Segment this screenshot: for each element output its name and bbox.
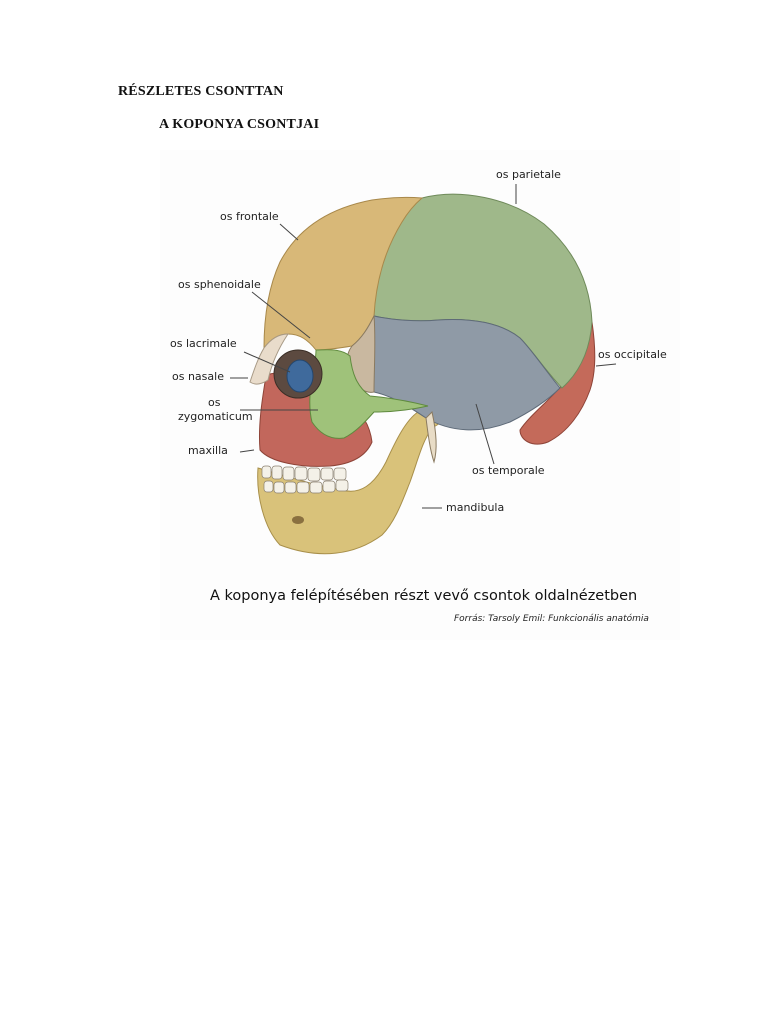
label-os-nasale: os nasale — [172, 370, 224, 383]
label-os-lacrimale: os lacrimale — [170, 337, 237, 350]
label-os-parietale: os parietale — [496, 168, 561, 181]
teeth — [261, 465, 349, 494]
label-os-occipitale: os occipitale — [598, 348, 667, 361]
leader-lines — [230, 184, 617, 509]
styloid-process — [425, 411, 437, 464]
bone-lacrimale — [286, 359, 314, 393]
figure-caption: A koponya felépítésében részt vevő csont… — [210, 588, 638, 604]
label-os-zygomaticum-line2: zygomaticum — [178, 410, 253, 423]
bone-temporale — [367, 315, 561, 431]
label-os-zygomaticum-line1: os — [208, 396, 221, 409]
skull-illustration — [230, 184, 617, 555]
section-title: RÉSZLETES CSONTTAN — [118, 84, 284, 99]
section-subtitle: A KOPONYA CSONTJAI — [159, 117, 320, 132]
label-maxilla: maxilla — [188, 444, 228, 457]
mental-foramen — [292, 516, 304, 524]
label-mandibula: mandibula — [446, 501, 505, 514]
label-os-frontale: os frontale — [220, 210, 279, 223]
skull-figure: os parietale os frontale os sphenoidale … — [160, 150, 680, 640]
bone-nasale — [249, 333, 289, 385]
label-os-temporale: os temporale — [472, 464, 545, 477]
figure-source: Forrás: Tarsoly Emil: Funkcionális anató… — [454, 614, 649, 624]
label-os-sphenoidale: os sphenoidale — [178, 278, 261, 291]
